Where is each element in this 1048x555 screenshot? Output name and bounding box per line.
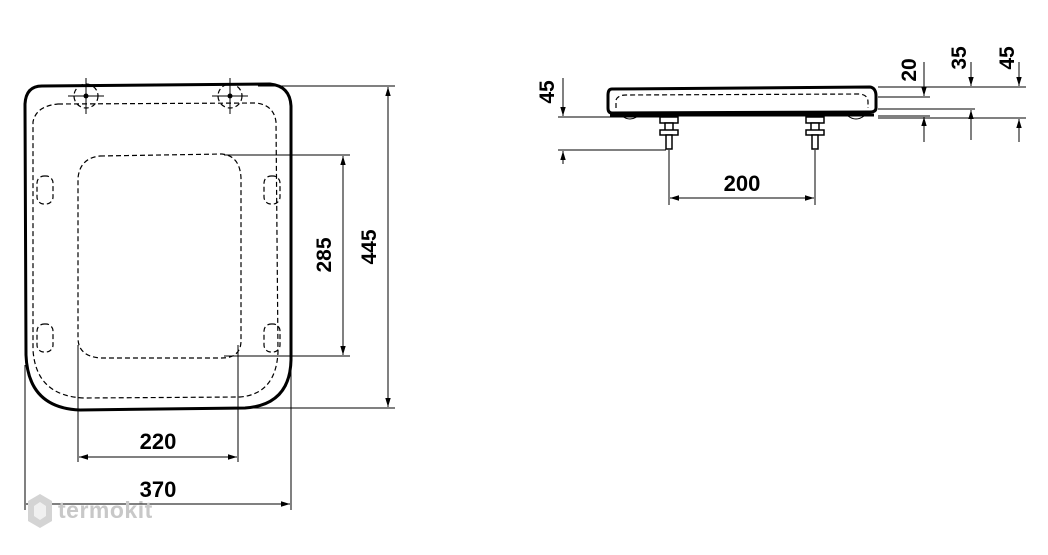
side-view: 200 45 20 35 45 (536, 46, 1026, 205)
dim-hinge-spacing-label: 200 (724, 171, 761, 196)
hinge-bolt-left (659, 116, 679, 150)
bumper-top-right (263, 175, 281, 205)
dim-inner-width-label: 220 (140, 429, 177, 454)
dim-outer-width-label: 370 (140, 477, 177, 502)
bumper-bottom-left (36, 323, 54, 353)
dim-thickness-45-label: 45 (996, 46, 1019, 70)
seat-outline (23, 82, 293, 412)
hinge-hole-right (212, 78, 248, 114)
termokit-logo-icon (28, 494, 52, 528)
bumper-top-left (36, 175, 54, 205)
top-view: 220 370 285 445 (23, 78, 395, 510)
hinge-hole-left (68, 78, 104, 114)
dim-thickness-35-label: 35 (948, 46, 971, 70)
dim-inner-length-label: 285 (313, 237, 336, 272)
watermark-text: termokit (58, 497, 153, 523)
dim-height-under-label: 45 (536, 80, 559, 104)
dim-outer-length-label: 445 (358, 229, 381, 264)
seat-opening (77, 153, 242, 359)
seat-rim-hidden (32, 102, 279, 399)
bumper-bottom-right (263, 323, 281, 353)
lid-hidden-edge (615, 93, 869, 108)
lid-profile (606, 85, 878, 115)
dim-thickness-20-label: 20 (898, 58, 921, 81)
side-bumper-right (847, 115, 865, 120)
hinge-bolt-right (805, 116, 825, 150)
